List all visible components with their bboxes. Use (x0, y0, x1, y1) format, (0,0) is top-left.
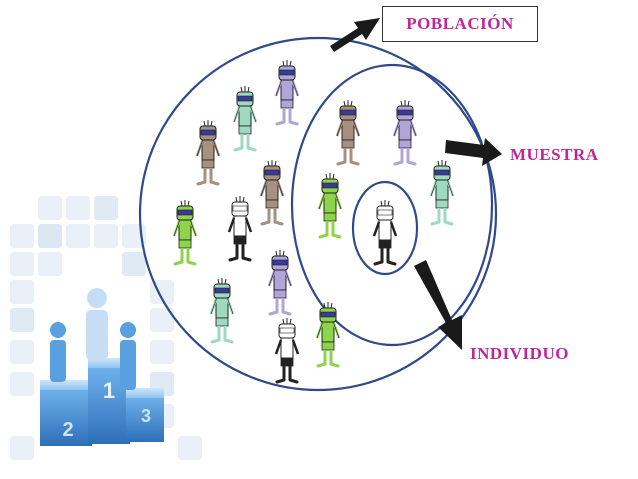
person-figure-lavender (274, 60, 300, 126)
person-figure-brown (259, 160, 285, 226)
people-figures (172, 60, 455, 384)
individual-ring (351, 180, 419, 276)
label-poblacion: POBLACIÓN (382, 6, 538, 42)
podium-illustration: 1 2 3 (40, 288, 164, 446)
podium-place-3: 3 (141, 406, 151, 426)
person-figure-mint (232, 86, 258, 152)
person-figure-mint (429, 160, 455, 226)
population-ring (138, 36, 498, 392)
person-figure-white (227, 196, 253, 262)
person-figure-green (172, 200, 198, 266)
person-figure-mint (209, 278, 235, 344)
person-figure-green (315, 302, 341, 368)
arrow-to-muestra (445, 138, 502, 166)
person-figure-lavender (392, 100, 418, 166)
arrow-to-individuo (414, 260, 462, 350)
label-muestra: MUESTRA (510, 145, 599, 164)
person-figure-green (317, 173, 343, 239)
person-figure-brown (195, 120, 221, 186)
person-figure-brown (335, 100, 361, 166)
person-figure-lavender (267, 250, 293, 316)
label-individuo: INDIVIDUO (470, 344, 569, 363)
sample-ring (290, 63, 494, 347)
person-figure-white (372, 200, 398, 266)
podium-place-2: 2 (62, 419, 73, 441)
arrow-to-poblacion (330, 18, 380, 52)
podium-place-1: 1 (103, 378, 115, 403)
person-figure-white (274, 318, 300, 384)
